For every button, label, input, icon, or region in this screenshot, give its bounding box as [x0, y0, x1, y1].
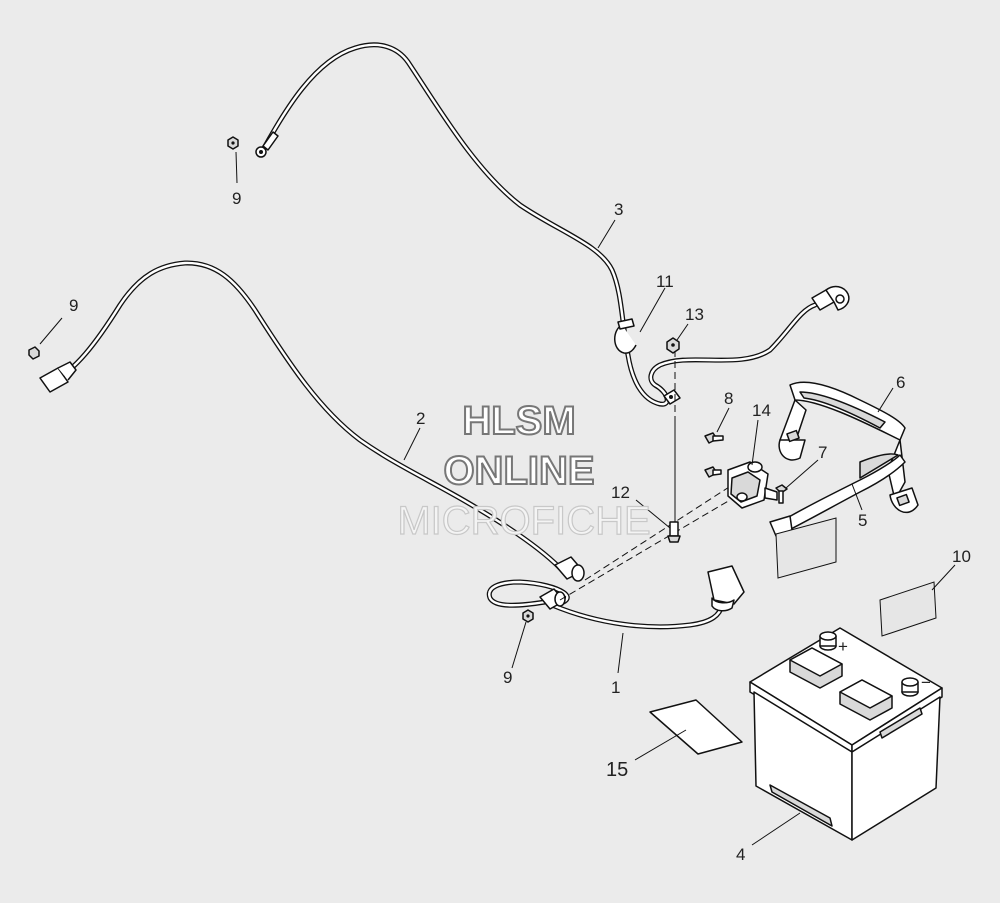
callout-13: 13 [685, 305, 704, 324]
callout-12: 12 [611, 483, 630, 502]
bolt [704, 466, 722, 478]
battery-clamp [811, 285, 850, 311]
callout-14: 14 [752, 401, 771, 420]
alignment-line [584, 479, 741, 581]
cable-tie [614, 318, 637, 354]
cable-1-terminal [539, 588, 566, 610]
cable-1 [486, 579, 725, 630]
watermark-line-2: ONLINE [443, 449, 594, 493]
callout-4: 4 [736, 845, 745, 864]
bolt [704, 432, 724, 444]
cable-2 [49, 260, 563, 571]
ring-terminal [255, 131, 279, 158]
callout-9-top: 9 [232, 189, 241, 208]
cable-1-boot [707, 565, 745, 612]
callouts: 9 9 3 2 11 13 8 14 7 6 5 12 10 1 9 15 4 [69, 189, 971, 864]
callout-1: 1 [611, 678, 620, 697]
callout-5: 5 [858, 511, 867, 530]
cable-2-end-connector [39, 361, 77, 393]
label-sticker [775, 517, 837, 579]
label-sticker [649, 699, 743, 755]
callout-8: 8 [724, 389, 733, 408]
battery-positive-mark: + [838, 637, 848, 656]
callout-9-bottom: 9 [503, 668, 512, 687]
battery-negative-mark: − [921, 673, 931, 692]
battery-tray-bracket [769, 453, 906, 537]
bolt [775, 484, 788, 504]
watermark-line-1: HLSM [462, 399, 575, 443]
callout-6: 6 [896, 373, 905, 392]
callout-9-left: 9 [69, 296, 78, 315]
cable-2-terminal [554, 556, 585, 582]
watermark-line-3: MICROFICHE [397, 499, 650, 543]
stud [667, 521, 681, 543]
watermark: HLSM ONLINE MICROFICHE [397, 398, 652, 544]
battery-relay [727, 461, 778, 509]
callout-15: 15 [606, 759, 628, 781]
callout-10: 10 [952, 547, 971, 566]
label-sticker [879, 581, 937, 637]
callout-7: 7 [818, 443, 827, 462]
nut [666, 337, 680, 354]
cable-clip [663, 389, 681, 405]
nut [227, 136, 239, 150]
callout-2: 2 [416, 409, 425, 428]
hold-down-bracket [778, 381, 919, 514]
battery [749, 627, 943, 841]
cable-3 [260, 42, 818, 407]
callout-3: 3 [614, 200, 623, 219]
nut [28, 346, 40, 360]
nut [522, 609, 534, 623]
callout-11: 11 [656, 272, 674, 291]
leader-lines [39, 151, 956, 846]
